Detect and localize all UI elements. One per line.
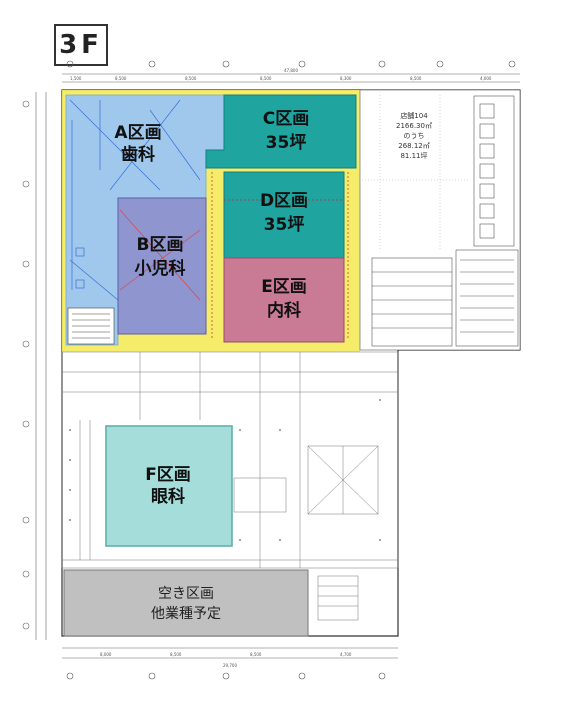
zone-b-label: B区画	[137, 235, 184, 255]
store-note-line5: 81.11坪	[400, 152, 427, 160]
top-dim-cell: 8,500	[410, 76, 422, 81]
zone-b-area	[117, 197, 207, 335]
zone-vacant-sublabel: 他業種予定	[151, 606, 221, 622]
zone-c-label: C区画	[263, 109, 309, 129]
store-note-line3: のうち	[404, 132, 425, 140]
zone-e-label: E区画	[261, 277, 307, 297]
store-note-line1: 店舗104	[400, 111, 428, 120]
top-dim-cell: 8,500	[115, 76, 127, 81]
bottom-dim-cell: 4,700	[340, 652, 352, 657]
zone-e-area	[223, 257, 345, 343]
top-total-dim: 47,800	[284, 68, 298, 73]
zone-f-area	[105, 425, 233, 547]
zone-a-drawing	[69, 99, 201, 301]
zone-labels: A区画 歯科 B区画 小児科 C区画 35坪 D区画 35坪 E区画 内科 F区…	[114, 109, 309, 622]
zone-c-sublabel: 35坪	[266, 133, 307, 153]
stair-block	[67, 307, 115, 345]
zone-d-area	[223, 171, 345, 259]
store-note-line2: 2166.30㎡	[396, 122, 432, 130]
lower-area-grid	[61, 351, 399, 621]
zone-a-sublabel: 歯科	[121, 144, 155, 165]
top-dim-cell: 8,500	[185, 76, 197, 81]
top-dim-cell: 1,500	[70, 76, 82, 81]
zone-vacant-area	[63, 569, 309, 637]
zone-b-drawing	[119, 209, 201, 301]
store-note-line4: 268.12㎡	[398, 142, 430, 150]
bottom-total-dim: 29,700	[223, 663, 237, 668]
left-dimension-bar	[22, 92, 47, 640]
zone-vacant-label: 空き区画	[158, 586, 214, 602]
top-dim-cell: 4,000	[480, 76, 492, 81]
zone-b-sublabel: 小児科	[135, 258, 186, 279]
zone-f-sublabel: 眼科	[151, 486, 185, 507]
store-104-area: 店舗104 2166.30㎡ のうち 268.12㎡ 81.11坪	[359, 89, 521, 351]
lower-area-dots	[69, 399, 381, 541]
bottom-dim-cell: 8,500	[250, 652, 262, 657]
zone-f-label: F区画	[145, 465, 191, 485]
zone-d-label: D区画	[260, 191, 308, 211]
zone-d-sublabel: 35坪	[264, 215, 305, 235]
bottom-dim-cell: 8,500	[170, 652, 182, 657]
top-dimension-bar: 47,800 1,500 8,500 8,500 8,500 8,300 8,5…	[62, 60, 520, 83]
zone-de-drawing	[211, 172, 349, 340]
zone-e-sublabel: 内科	[267, 300, 301, 321]
floor-label: 3F	[59, 30, 103, 60]
zone-c-area	[205, 94, 357, 169]
floor-badge: 3F	[54, 24, 108, 66]
bottom-dimension-bar: 29,700 8,000 8,500 8,500 4,700	[62, 647, 398, 680]
zone-a-label: A区画	[114, 123, 161, 143]
top-dim-cell: 8,300	[340, 76, 352, 81]
top-dim-cell: 8,500	[260, 76, 272, 81]
bottom-dim-cell: 8,000	[100, 652, 112, 657]
